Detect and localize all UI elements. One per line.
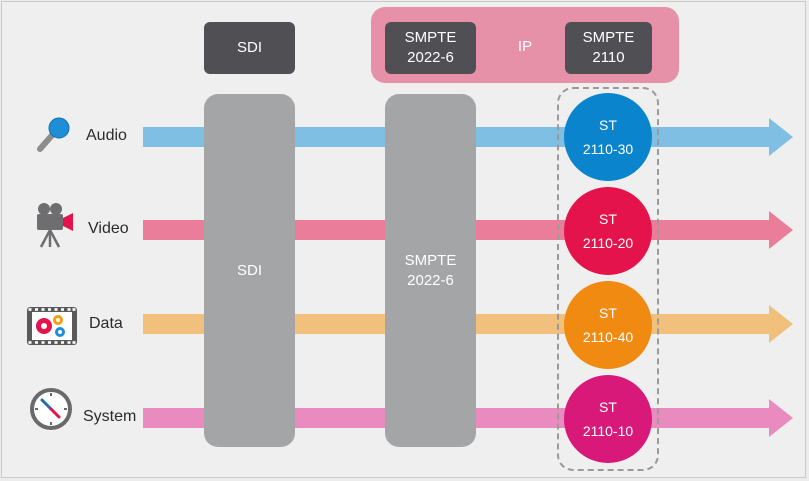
sdi-pillar: SDI: [204, 94, 295, 447]
video-camera-icon: [37, 203, 73, 248]
sdi-pillar-label: SDI: [236, 261, 262, 279]
st-2110-20-circle: ST 2110-20: [564, 187, 652, 275]
st-2110-30-circle: ST 2110-30: [564, 93, 652, 181]
st-2110-20-label: ST 2110-20: [582, 211, 634, 251]
smpte-2022-pillar: SMPTE 2022-6: [385, 94, 476, 447]
sdi-header-label: SDI: [236, 39, 262, 56]
smpte-2110-header-label: SMPTE 2110: [582, 29, 635, 66]
st-2110-10-label: ST 2110-10: [582, 399, 634, 439]
audio-label: Audio: [86, 127, 127, 144]
system-label: System: [83, 408, 137, 425]
smpte-2022-header-label: SMPTE 2022-6: [404, 29, 457, 66]
st-2110-10-circle: ST 2110-10: [564, 375, 652, 463]
ip-label: IP: [517, 38, 533, 55]
st-2110-30-label: ST 2110-30: [582, 117, 634, 157]
clock-icon: [30, 388, 72, 430]
smpte-2022-header-box: SMPTE 2022-6: [385, 22, 476, 74]
microphone-icon: [37, 117, 70, 152]
video-label: Video: [88, 220, 129, 237]
data-label: Data: [89, 315, 123, 332]
st-2110-group-outline: [557, 87, 659, 471]
smpte-2110-header-box: SMPTE 2110: [565, 22, 652, 74]
smpte-2022-pillar-label: SMPTE 2022-6: [404, 251, 457, 289]
sdi-header-box: SDI: [204, 22, 295, 74]
ip-label-box: IP: [490, 30, 560, 64]
st-2110-40-label: ST 2110-40: [582, 305, 634, 345]
st-2110-40-circle: ST 2110-40: [564, 281, 652, 369]
film-gears-icon: [27, 307, 77, 345]
